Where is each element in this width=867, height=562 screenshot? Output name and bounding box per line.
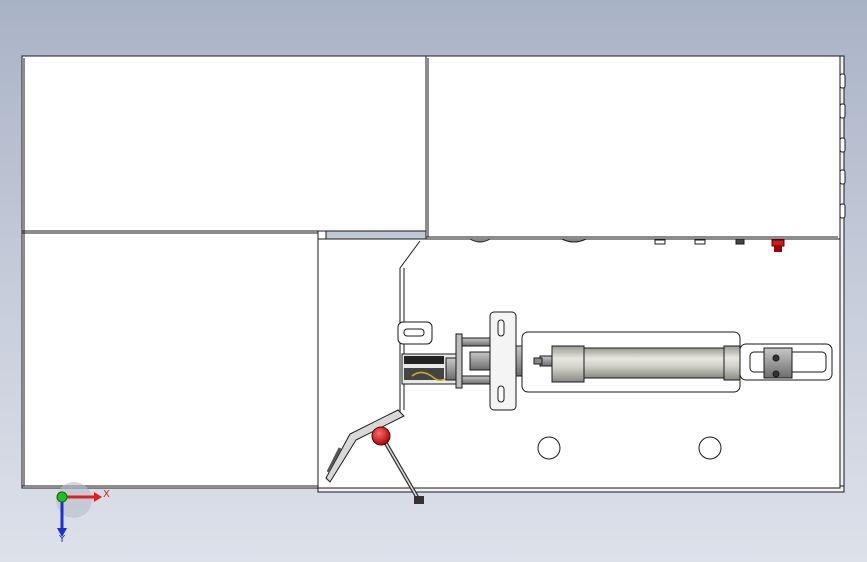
enclosure <box>21 55 845 493</box>
top-right-panel[interactable] <box>425 55 841 240</box>
knob-lever[interactable] <box>371 426 424 504</box>
red-fitting-icon[interactable] <box>771 239 785 252</box>
side-latches <box>839 73 846 219</box>
pneumatic-cylinder[interactable] <box>533 345 741 383</box>
triad-origin <box>56 491 68 503</box>
red-knob-icon[interactable] <box>371 426 391 446</box>
y-axis-label: Y <box>58 534 66 545</box>
sensor-block[interactable] <box>401 353 459 385</box>
mounting-hole <box>698 436 722 460</box>
rear-bracket <box>739 343 833 381</box>
guard-flap <box>325 409 405 483</box>
x-axis-label: X <box>103 489 110 500</box>
mounting-hole <box>537 436 561 460</box>
coordinate-triad: X Y <box>56 482 110 545</box>
edge-fittings <box>469 238 745 245</box>
bottom-left-panel[interactable] <box>21 230 319 489</box>
coupling-assembly[interactable] <box>455 311 527 411</box>
top-left-panel[interactable] <box>21 55 427 232</box>
